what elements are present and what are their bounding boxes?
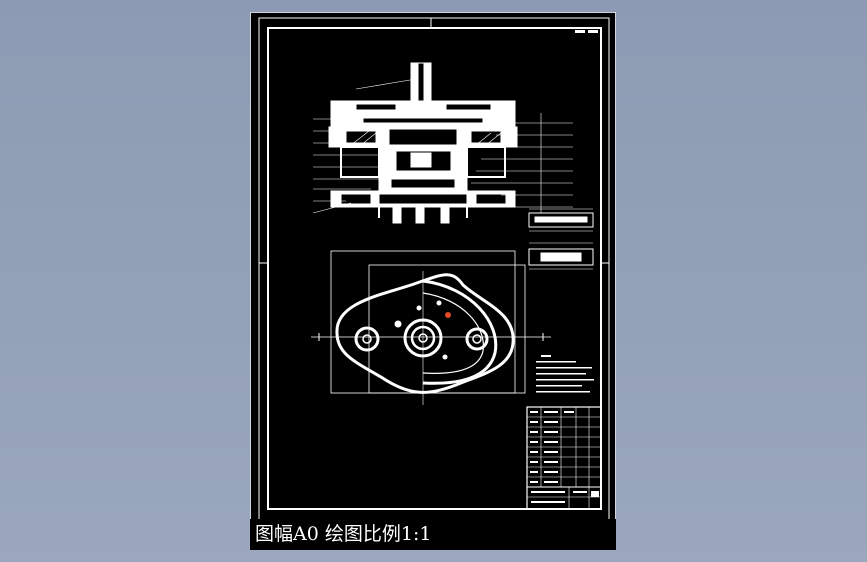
detail-view-lower: [528, 242, 594, 270]
title-block: [526, 406, 602, 510]
detail-view-upper: [528, 208, 594, 232]
drawing-caption: 图幅A0 绘图比例1:1: [250, 519, 616, 550]
title-block-text: [530, 411, 599, 503]
cad-drawing: [258, 17, 610, 547]
corner-label: [575, 30, 598, 33]
gate-marker: [445, 312, 451, 318]
drawing-sheet[interactable]: [250, 12, 616, 550]
plan-view: [311, 250, 551, 405]
section-view: [312, 62, 573, 224]
technical-notes: [536, 355, 594, 393]
